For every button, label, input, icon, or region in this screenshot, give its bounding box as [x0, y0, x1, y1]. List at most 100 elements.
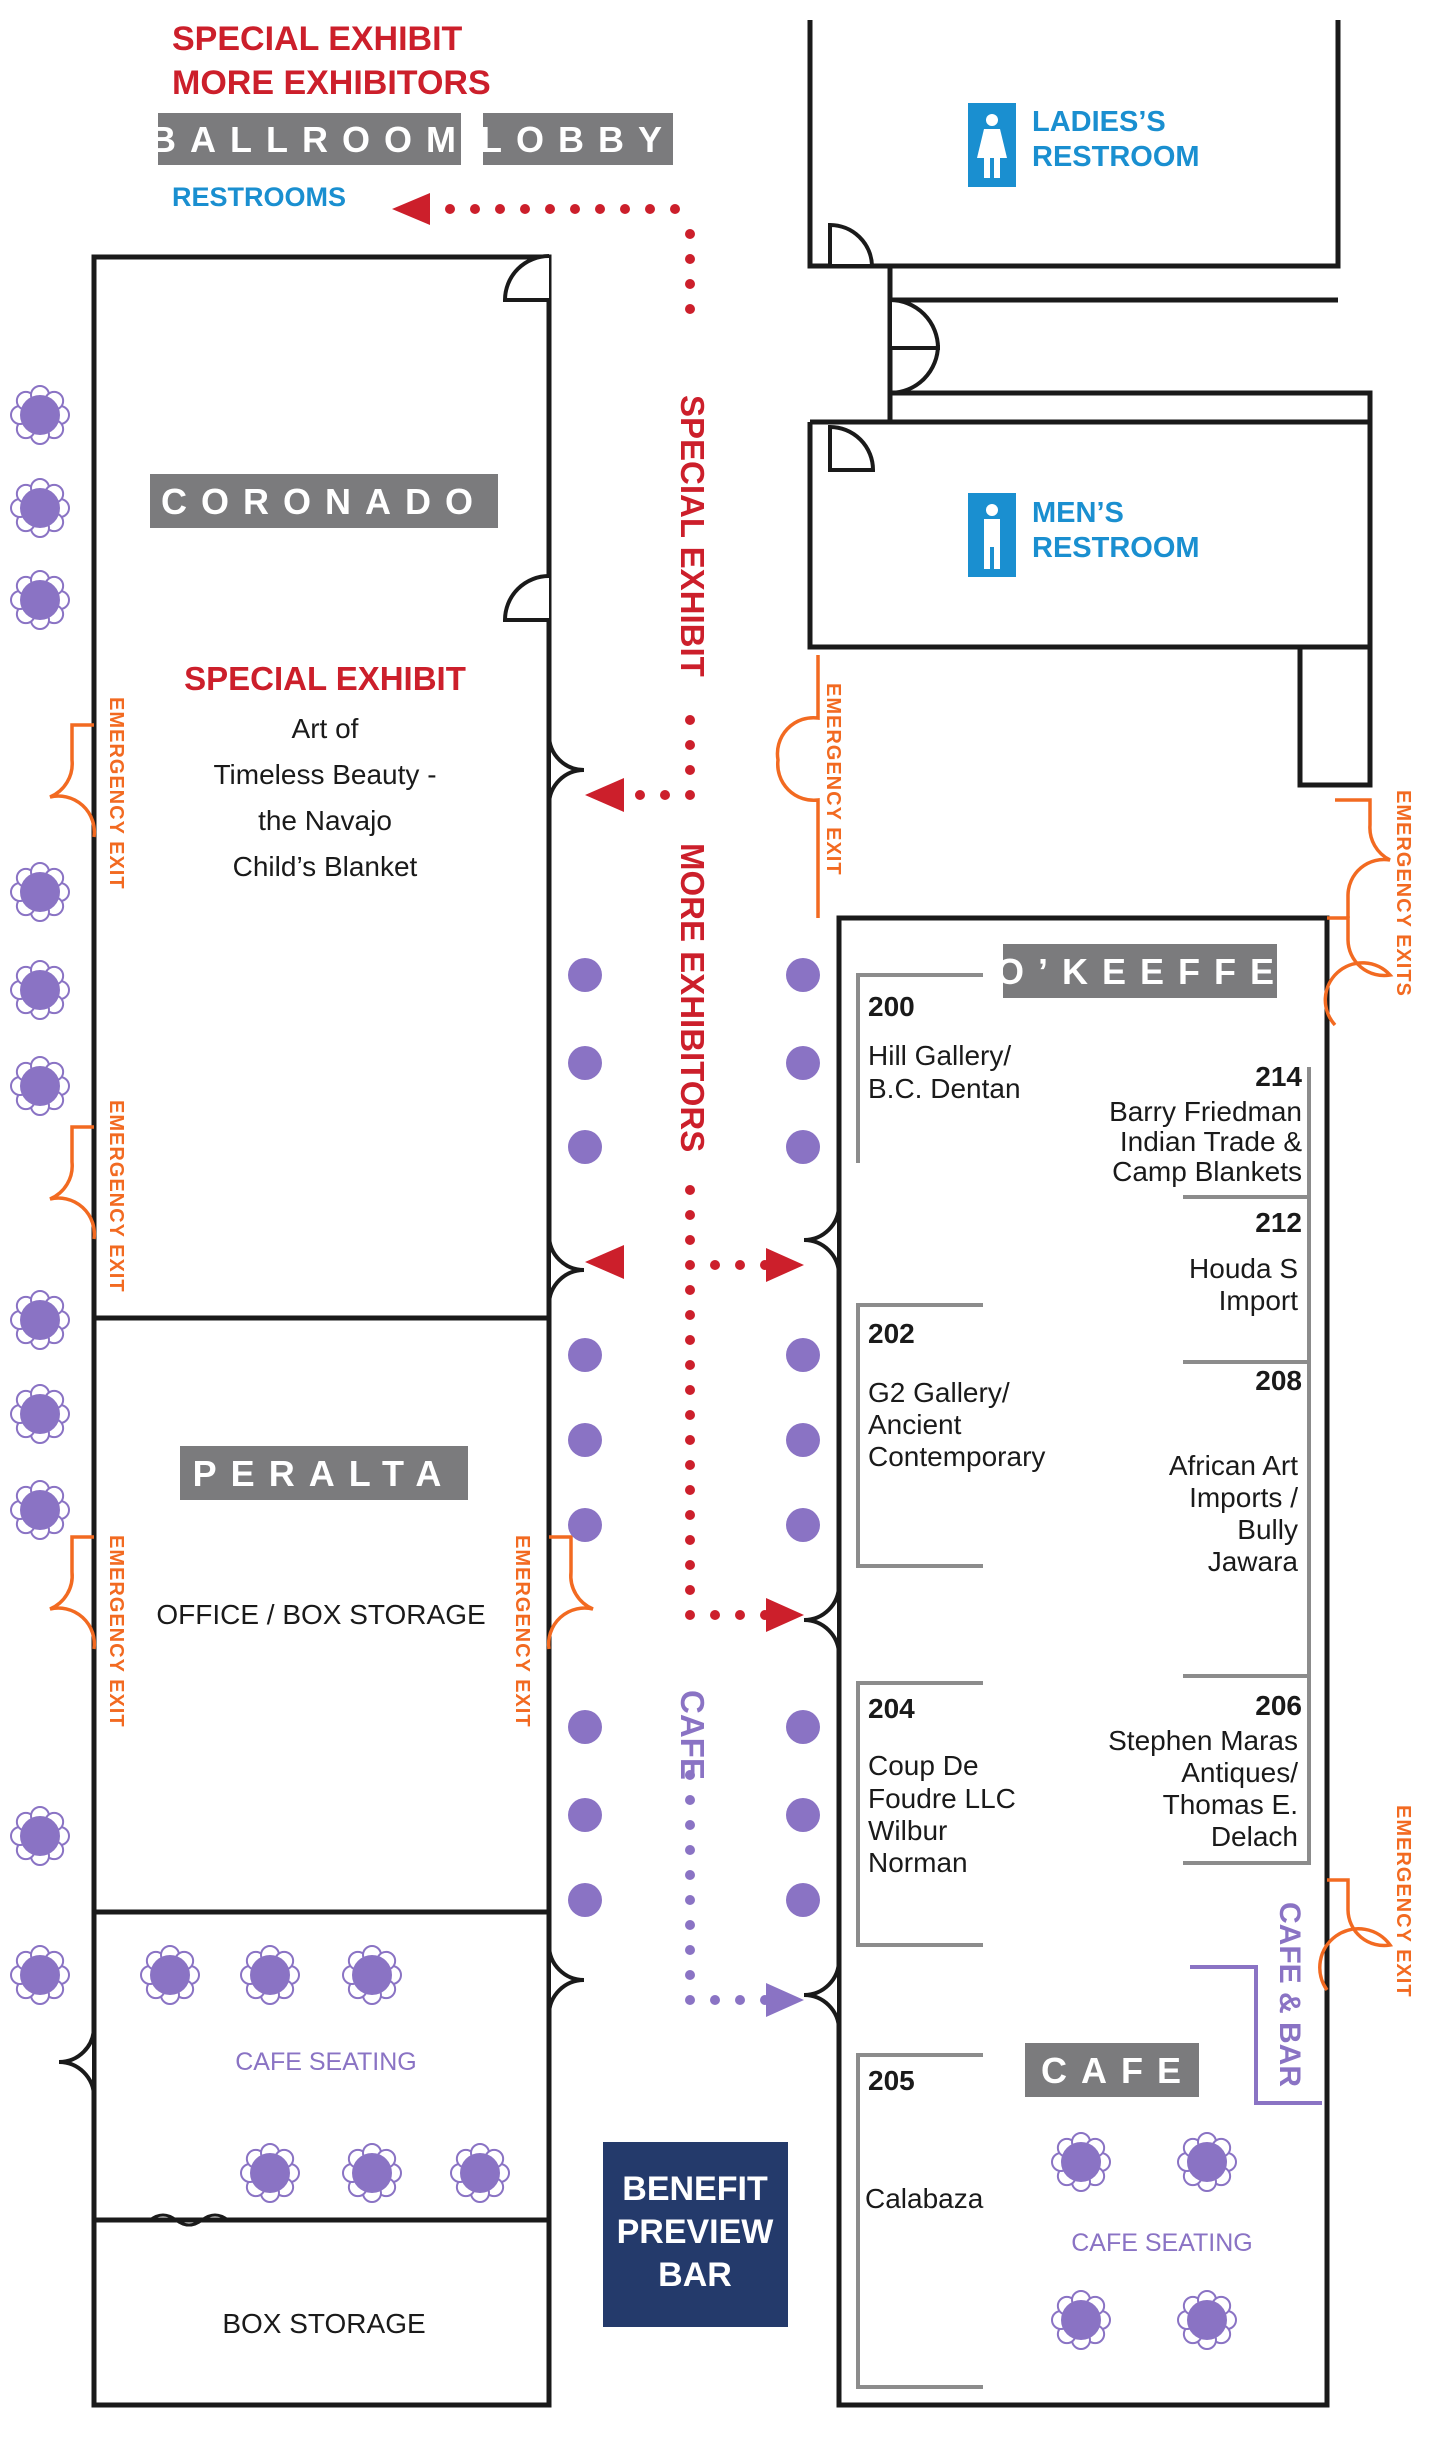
booth-208-line-1: African Art [1169, 1450, 1298, 1481]
booth-212-line-2: Import [1219, 1285, 1299, 1316]
booth-200-number: 200 [868, 991, 915, 1022]
left-rooms-outline [91, 254, 552, 2408]
corridor-table-icon [568, 1508, 602, 1542]
coronado-door-1[interactable] [502, 254, 550, 302]
emergency-exit-mens[interactable] [775, 655, 820, 918]
ballroom-label: BALLROOM [150, 119, 470, 160]
arrow-left-icon [392, 193, 430, 225]
ladies-restroom-label-1: LADIES’S [1032, 106, 1166, 138]
round-table-icon [1177, 2132, 1237, 2192]
corridor-table-icon [786, 1710, 820, 1744]
round-table-icon [10, 862, 70, 922]
corridor-table-icon [786, 1130, 820, 1164]
coronado-door-2[interactable] [502, 574, 550, 622]
round-table-icon [140, 1945, 200, 2005]
booth-202-line-1: G2 Gallery/ [868, 1377, 1010, 1408]
coronado-exhibit-heading: SPECIAL EXHIBIT [184, 660, 466, 697]
emergency-exit-peralta-east[interactable] [546, 1535, 594, 1650]
corridor-more-exhibitors-label: MORE EXHIBITORS [674, 843, 711, 1152]
cafe-path [685, 1770, 804, 2017]
benefit-bar-line-3: BAR [658, 2256, 732, 2294]
booth-202-line-3: Contemporary [868, 1441, 1045, 1472]
cafe-label-box [1025, 2043, 1199, 2097]
emergency-exit-okeeffe-1[interactable] [1335, 798, 1391, 918]
west-cafe-door[interactable] [58, 2026, 96, 2098]
coronado-main-door[interactable] [547, 734, 585, 806]
restrooms-path [392, 193, 695, 314]
restroom-hall-door[interactable] [888, 297, 941, 350]
booth-204-line-4: Norman [868, 1847, 968, 1878]
corridor-table-icon [568, 1338, 602, 1372]
corridor-table-icon [568, 1130, 602, 1164]
emergency-exit-label-6: EMERGENCY EXIT [1392, 1805, 1414, 1998]
ladies-restroom-door[interactable] [828, 222, 875, 268]
corridor-table-icon [786, 1883, 820, 1917]
booth-205-number: 205 [868, 2065, 915, 2096]
emergency-exit-okeeffe-2[interactable] [1323, 916, 1394, 1027]
booth-212-number: 212 [1255, 1207, 1302, 1238]
arrow-to-okeeffe-1-icon [766, 1248, 804, 1282]
booth-202-line-2: Ancient [868, 1409, 962, 1440]
emergency-exit-label-1: EMERGENCY EXIT [105, 697, 127, 890]
tables-layer [10, 385, 1237, 2350]
benefit-preview-bar [603, 2142, 788, 2327]
booth-205-line-1: Calabaza [865, 2183, 984, 2214]
emergency-exit-coronado-1[interactable] [49, 723, 97, 838]
special-exhibit-path [585, 715, 695, 812]
men-restroom-icon [968, 493, 1016, 577]
booth-208-line-4: Jawara [1208, 1546, 1299, 1577]
coronado-exhibit-line-1: Art of [292, 713, 359, 744]
corridor-table-icon [786, 1423, 820, 1457]
booth-208-line-3: Bully [1237, 1514, 1298, 1545]
round-table-icon [10, 478, 70, 538]
emergency-exit-label-5: EMERGENCY EXIT [822, 683, 844, 876]
corridor-table-icon [786, 1046, 820, 1080]
corridor-table-icon [786, 1508, 820, 1542]
emergency-exits-label: EMERGENCY EXITS [1392, 790, 1414, 997]
ladies-restroom-label-2: RESTROOM [1032, 141, 1200, 173]
booth-202-number: 202 [868, 1318, 915, 1349]
emergency-exit-label-2: EMERGENCY EXIT [105, 1100, 127, 1293]
cafe-seating-door[interactable] [547, 1944, 585, 2016]
emergency-exit-coronado-2[interactable] [49, 1125, 97, 1240]
cafe-label: CAFE [1041, 2050, 1195, 2091]
round-table-icon [10, 1945, 70, 2005]
corridor-table-icon [786, 1798, 820, 1832]
okeeffe-door-3[interactable] [803, 1959, 841, 2031]
okeeffe-door-2[interactable] [803, 1584, 841, 1656]
booth-206-line-4: Delach [1211, 1821, 1298, 1852]
booth-204-line-3: Wilbur [868, 1815, 947, 1846]
corridor-table-icon [568, 1046, 602, 1080]
okeeffe-label: O’KEEFFE [996, 951, 1288, 992]
booth-200-line-2: B.C. Dentan [868, 1073, 1021, 1104]
booth-208-line-2: Imports / [1189, 1482, 1298, 1513]
corridor-special-exhibit-label: SPECIAL EXHIBIT [674, 395, 711, 677]
emergency-exits [49, 655, 1394, 1992]
booth-204-line-2: Foudre LLC [868, 1783, 1016, 1814]
round-table-icon [240, 1945, 300, 2005]
mens-restroom-door[interactable] [828, 424, 876, 472]
booth-204-line-1: Coup De [868, 1750, 979, 1781]
box-storage-label: BOX STORAGE [222, 2308, 425, 2339]
booth-206-number: 206 [1255, 1690, 1302, 1721]
emergency-exit-cafe[interactable] [1318, 1878, 1394, 1992]
benefit-bar-line-1: BENEFIT [622, 2170, 768, 2208]
coronado-exhibit-line-2: Timeless Beauty - [213, 759, 436, 790]
coronado-lower-door[interactable] [547, 1234, 585, 1306]
booth-214-number: 214 [1255, 1061, 1302, 1092]
booth-204-number: 204 [868, 1693, 915, 1724]
booth-214-line-3: Camp Blankets [1112, 1156, 1302, 1187]
peralta-label-box [180, 1446, 468, 1500]
booth-200-line-1: Hill Gallery/ [868, 1040, 1011, 1071]
corridor-table-icon [786, 1338, 820, 1372]
coronado-label-box [150, 474, 498, 528]
corridor-table-icon [568, 958, 602, 992]
okeeffe-door-1[interactable] [803, 1204, 841, 1276]
cafe-seating-left-label: CAFE SEATING [235, 2048, 417, 2076]
emergency-exit-peralta-west[interactable] [49, 1535, 97, 1650]
corridor-table-icon [786, 958, 820, 992]
round-table-icon [240, 2143, 300, 2203]
coronado-exhibit-line-3: the Navajo [258, 805, 392, 836]
